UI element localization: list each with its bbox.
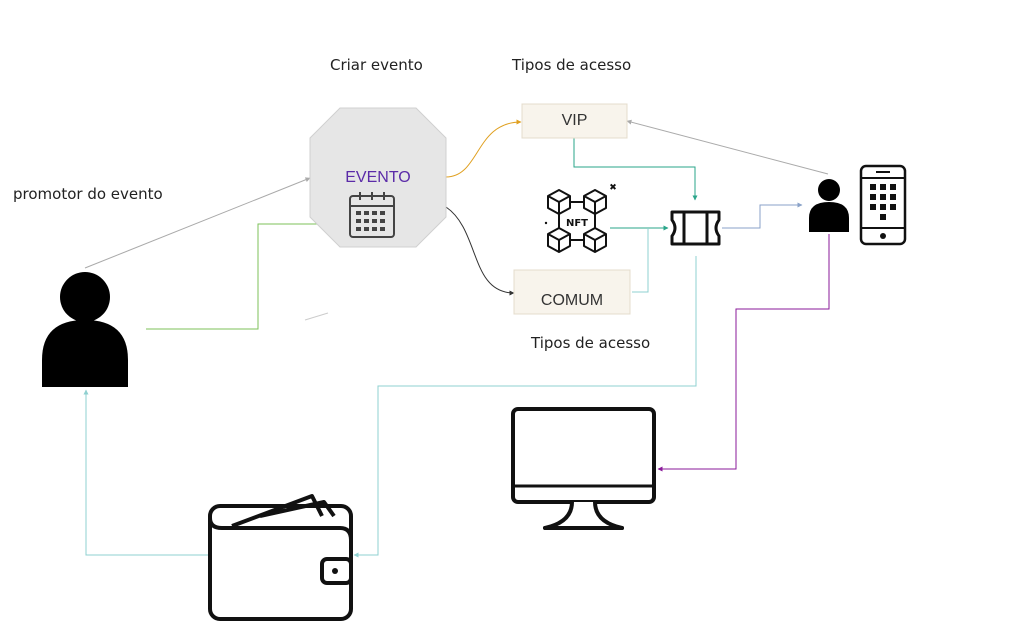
- vip-label: VIP: [561, 112, 588, 129]
- edge-vip-to-ticket: [573, 138, 698, 201]
- comum-box[interactable]: [513, 269, 631, 315]
- create-event-label: Criar evento: [330, 56, 423, 74]
- edge-user-to-monitor: [657, 234, 830, 472]
- wallet-icon[interactable]: [208, 494, 353, 621]
- smartphone-icon[interactable]: [859, 164, 907, 246]
- person-icon: [809, 179, 849, 232]
- edge-event-to-vip: [445, 119, 522, 178]
- vip-box[interactable]: [521, 103, 628, 139]
- nft-label: NFT: [566, 218, 588, 229]
- monitor-icon[interactable]: [511, 407, 656, 530]
- edge-promoter-green: [146, 221, 328, 330]
- person-icon: [42, 272, 128, 387]
- access-types-bottom-label: Tipos de acesso: [531, 334, 651, 352]
- calendar-icon: [349, 192, 395, 238]
- edge-user-to-vip: [626, 119, 829, 175]
- dot-icon: [544, 221, 548, 225]
- stray-stroke: [304, 312, 329, 321]
- promoter-label: promotor do evento: [13, 185, 163, 203]
- ticket-icon[interactable]: [670, 210, 721, 246]
- edge-wallet-to-promoter: [83, 389, 208, 556]
- nft-cubes-icon: [547, 189, 607, 253]
- edge-comum-to-ticket: [632, 228, 649, 293]
- close-icon: ✖: [609, 183, 617, 193]
- edge-ticket-to-user: [722, 202, 803, 229]
- event-node[interactable]: [309, 107, 447, 248]
- comum-label: COMUM: [540, 292, 604, 309]
- access-types-top-label: Tipos de acesso: [512, 56, 632, 74]
- edge-event-to-comum: [445, 206, 515, 296]
- event-node-label: EVENTO: [345, 169, 411, 186]
- edge-promoter-to-event: [84, 177, 311, 269]
- edge-ticket-to-wallet: [353, 256, 697, 558]
